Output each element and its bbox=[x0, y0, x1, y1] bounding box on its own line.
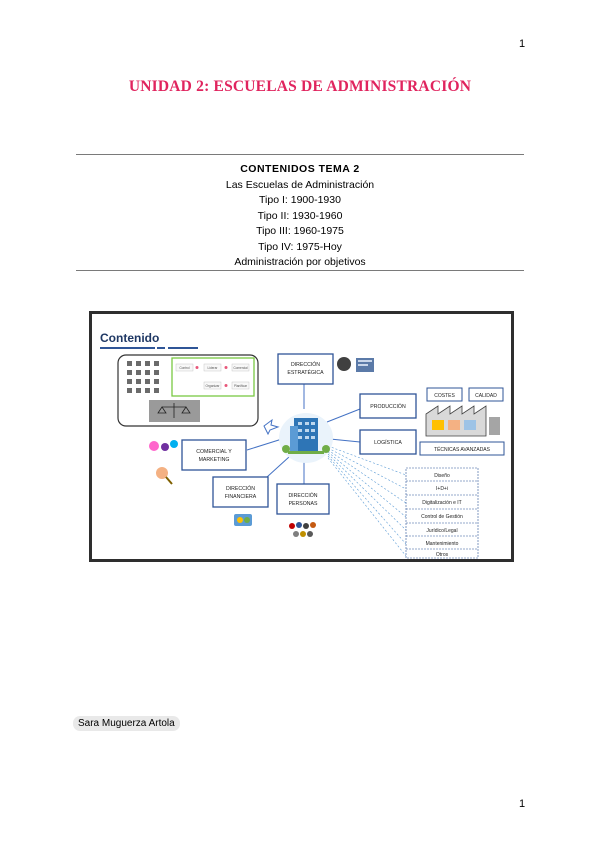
functions-box bbox=[171, 357, 255, 397]
dashed-connectors bbox=[327, 445, 407, 557]
star-burst-icon bbox=[263, 418, 280, 436]
mini-box-label: Planificar bbox=[234, 384, 248, 388]
node-label: DIRECCIÓN bbox=[226, 485, 255, 492]
page-number-top: 1 bbox=[519, 38, 526, 50]
box-comercial-marketing bbox=[181, 439, 247, 471]
connector-lines bbox=[246, 383, 361, 484]
box-tecnicas-avanzadas bbox=[419, 441, 505, 456]
node-label: LOGÍSTICA bbox=[374, 439, 402, 446]
contents-item: Tipo II: 1930-1960 bbox=[257, 209, 343, 222]
mini-box-label: Control bbox=[179, 366, 190, 370]
contents-item: Las Escuelas de Administración bbox=[225, 178, 375, 191]
page-number-bottom: 1 bbox=[519, 798, 526, 810]
node-label: DIRECCIÓN bbox=[291, 361, 320, 368]
contenido-diagram: Contenido Control Liderar Comercial Orga… bbox=[89, 311, 514, 562]
areas-list: Diseño I+D+i Digitalización e IT Control… bbox=[405, 467, 479, 559]
box-direccion-personas bbox=[276, 483, 330, 515]
heading-underline-dash bbox=[168, 347, 198, 349]
mini-box-label: Comercial bbox=[233, 366, 248, 370]
author-name: Sara Muguerza Artola bbox=[73, 716, 180, 731]
contents-heading: CONTENIDOS TEMA 2 bbox=[240, 163, 360, 175]
team-icon bbox=[289, 522, 316, 537]
box-logistica bbox=[359, 429, 417, 455]
list-item: Diseño bbox=[434, 473, 450, 479]
diagram-canvas: Contenido Control Liderar Comercial Orga… bbox=[92, 314, 511, 559]
mini-box-label: Organizar bbox=[206, 384, 221, 388]
box-produccion bbox=[359, 393, 417, 419]
list-item: Jurídico/Legal bbox=[426, 528, 457, 534]
node-label: FINANCIERA bbox=[225, 494, 257, 500]
mini-dots bbox=[195, 366, 228, 387]
node-label: TÉCNICAS AVANZADAS bbox=[434, 446, 491, 453]
factory-icon bbox=[425, 405, 500, 437]
node-label: PRODUCCIÓN bbox=[370, 403, 406, 410]
node-label: ESTRATÉGICA bbox=[287, 369, 324, 376]
contents-item: Tipo I: 1900-1930 bbox=[259, 194, 341, 206]
icon-grid bbox=[127, 361, 159, 393]
node-label: COMERCIAL Y bbox=[196, 449, 232, 455]
node-label: CALIDAD bbox=[475, 393, 497, 399]
node-label: COSTES bbox=[434, 393, 455, 399]
heading-underline-dash bbox=[157, 347, 165, 349]
contents-item: Tipo III: 1960-1975 bbox=[256, 225, 344, 237]
mini-box-label: Liderar bbox=[208, 366, 219, 370]
page-title: UNIDAD 2: ESCUELAS DE ADMINISTRACIÓN bbox=[128, 78, 472, 95]
bottom-divider bbox=[76, 270, 524, 271]
box-direccion-estrategica bbox=[277, 353, 334, 385]
box-calidad bbox=[468, 387, 504, 402]
node-label: MARKETING bbox=[199, 457, 230, 463]
node-label: DIRECCIÓN bbox=[288, 492, 317, 499]
contents-item: Administración por objetivos bbox=[234, 256, 366, 268]
box-costes bbox=[426, 387, 463, 402]
contents-block: CONTENIDOS TEMA 2 Las Escuelas de Admini… bbox=[0, 162, 600, 271]
list-item: Mantenimiento bbox=[426, 541, 459, 547]
list-item: Digitalización e IT bbox=[422, 500, 461, 506]
marketing-people-icon bbox=[149, 440, 178, 485]
company-building-icon bbox=[279, 413, 333, 463]
node-label: PERSONAS bbox=[289, 501, 318, 507]
scales-icon bbox=[157, 403, 191, 418]
finance-icon bbox=[234, 514, 252, 526]
list-item: Control de Gestión bbox=[421, 514, 463, 520]
scales-image bbox=[149, 400, 200, 422]
list-item: Otros bbox=[436, 552, 449, 558]
heading-underline bbox=[100, 347, 155, 349]
box-direccion-financiera bbox=[212, 476, 269, 508]
strategy-icon bbox=[337, 357, 374, 372]
list-item: I+D+i bbox=[436, 486, 448, 492]
contents-item: Tipo IV: 1975-Hoy bbox=[258, 240, 342, 253]
diagram-heading: Contenido bbox=[100, 331, 159, 345]
top-divider bbox=[76, 154, 524, 155]
